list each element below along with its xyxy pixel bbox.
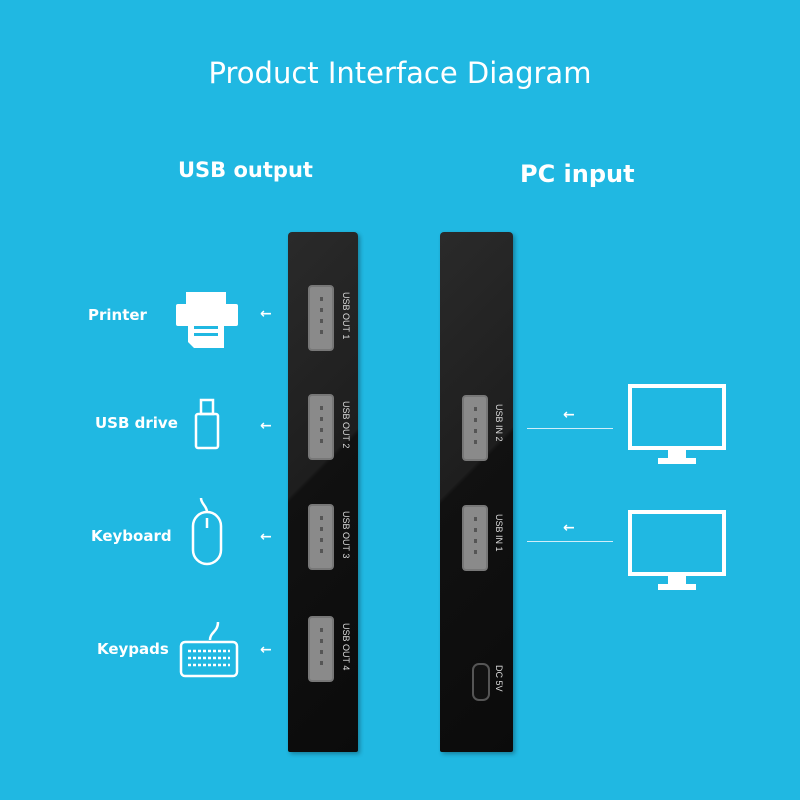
usb-out-port[interactable]: [308, 285, 334, 351]
dc-port[interactable]: [472, 663, 490, 701]
usb-in-port[interactable]: [462, 395, 488, 461]
printer-icon: [176, 292, 238, 348]
port-label: DC 5V: [494, 665, 504, 692]
device-label: USB drive: [95, 414, 178, 432]
page-title: Product Interface Diagram: [208, 56, 592, 90]
connection-line: [527, 541, 613, 542]
arrow-left-icon: ←: [260, 642, 272, 658]
usb-out-port[interactable]: [308, 616, 334, 682]
port-label: USB IN 2: [494, 404, 504, 442]
arrow-left-icon: ←: [260, 306, 272, 322]
port-label: USB OUT 2: [341, 401, 351, 449]
port-label: USB IN 1: [494, 514, 504, 552]
arrow-left-icon: ←: [563, 520, 575, 536]
monitor-icon: [628, 384, 726, 464]
usb-in-port[interactable]: [462, 505, 488, 571]
device-label: Keypads: [97, 640, 169, 658]
connection-line: [527, 428, 613, 429]
port-label: USB OUT 1: [341, 292, 351, 340]
usb-drive-icon: [194, 398, 220, 450]
pc-input-heading: PC input: [520, 160, 635, 188]
usb-out-port[interactable]: [308, 504, 334, 570]
monitor-icon: [628, 510, 726, 590]
port-label: USB OUT 3: [341, 511, 351, 559]
device-label: Printer: [88, 306, 147, 324]
device-label: Keyboard: [91, 527, 172, 545]
port-label: USB OUT 4: [341, 623, 351, 671]
arrow-left-icon: ←: [563, 407, 575, 423]
usb-output-heading: USB output: [178, 158, 313, 182]
mouse-icon: [191, 497, 223, 566]
usb-out-port[interactable]: [308, 394, 334, 460]
arrow-left-icon: ←: [260, 418, 272, 434]
arrow-left-icon: ←: [260, 529, 272, 545]
keyboard-icon: [179, 621, 239, 678]
